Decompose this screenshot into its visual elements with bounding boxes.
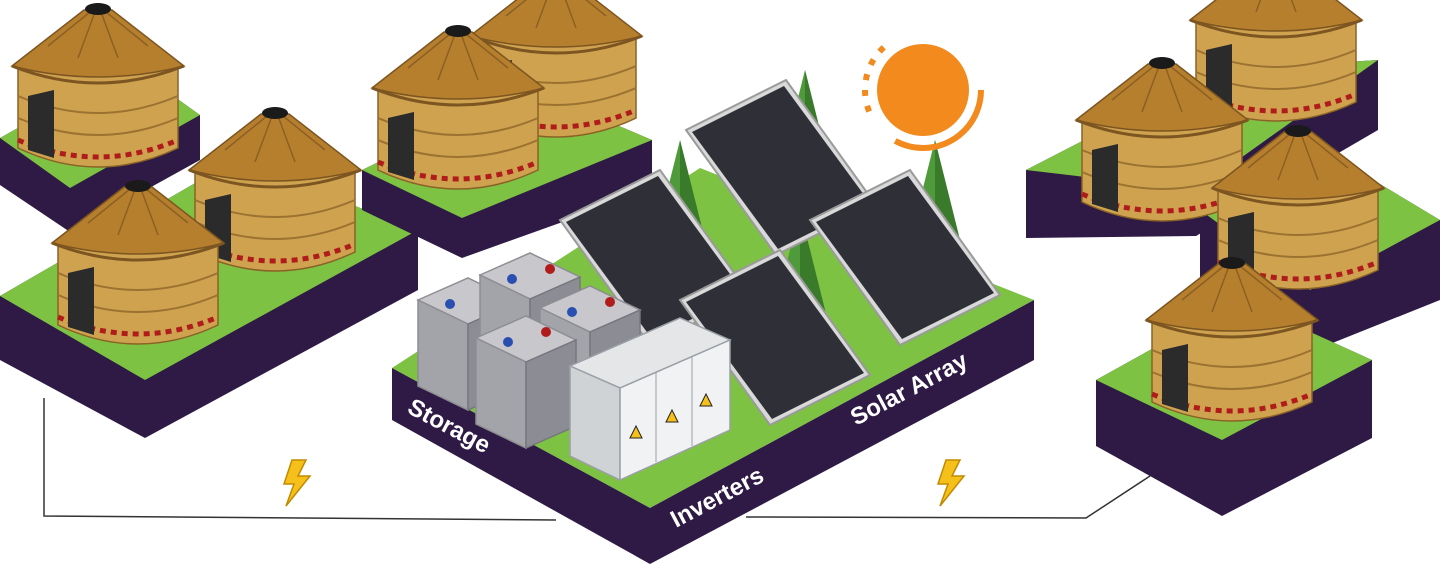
left-connection-wire xyxy=(43,398,557,521)
right-connection-wire xyxy=(745,475,1151,519)
battery-icon xyxy=(475,315,577,449)
inverter-cabinet-icon xyxy=(568,317,732,482)
lightning-bolt-icon xyxy=(937,459,965,507)
sun-icon xyxy=(862,29,984,151)
lightning-bolt-icon xyxy=(283,459,311,507)
hut-icon xyxy=(12,3,184,167)
